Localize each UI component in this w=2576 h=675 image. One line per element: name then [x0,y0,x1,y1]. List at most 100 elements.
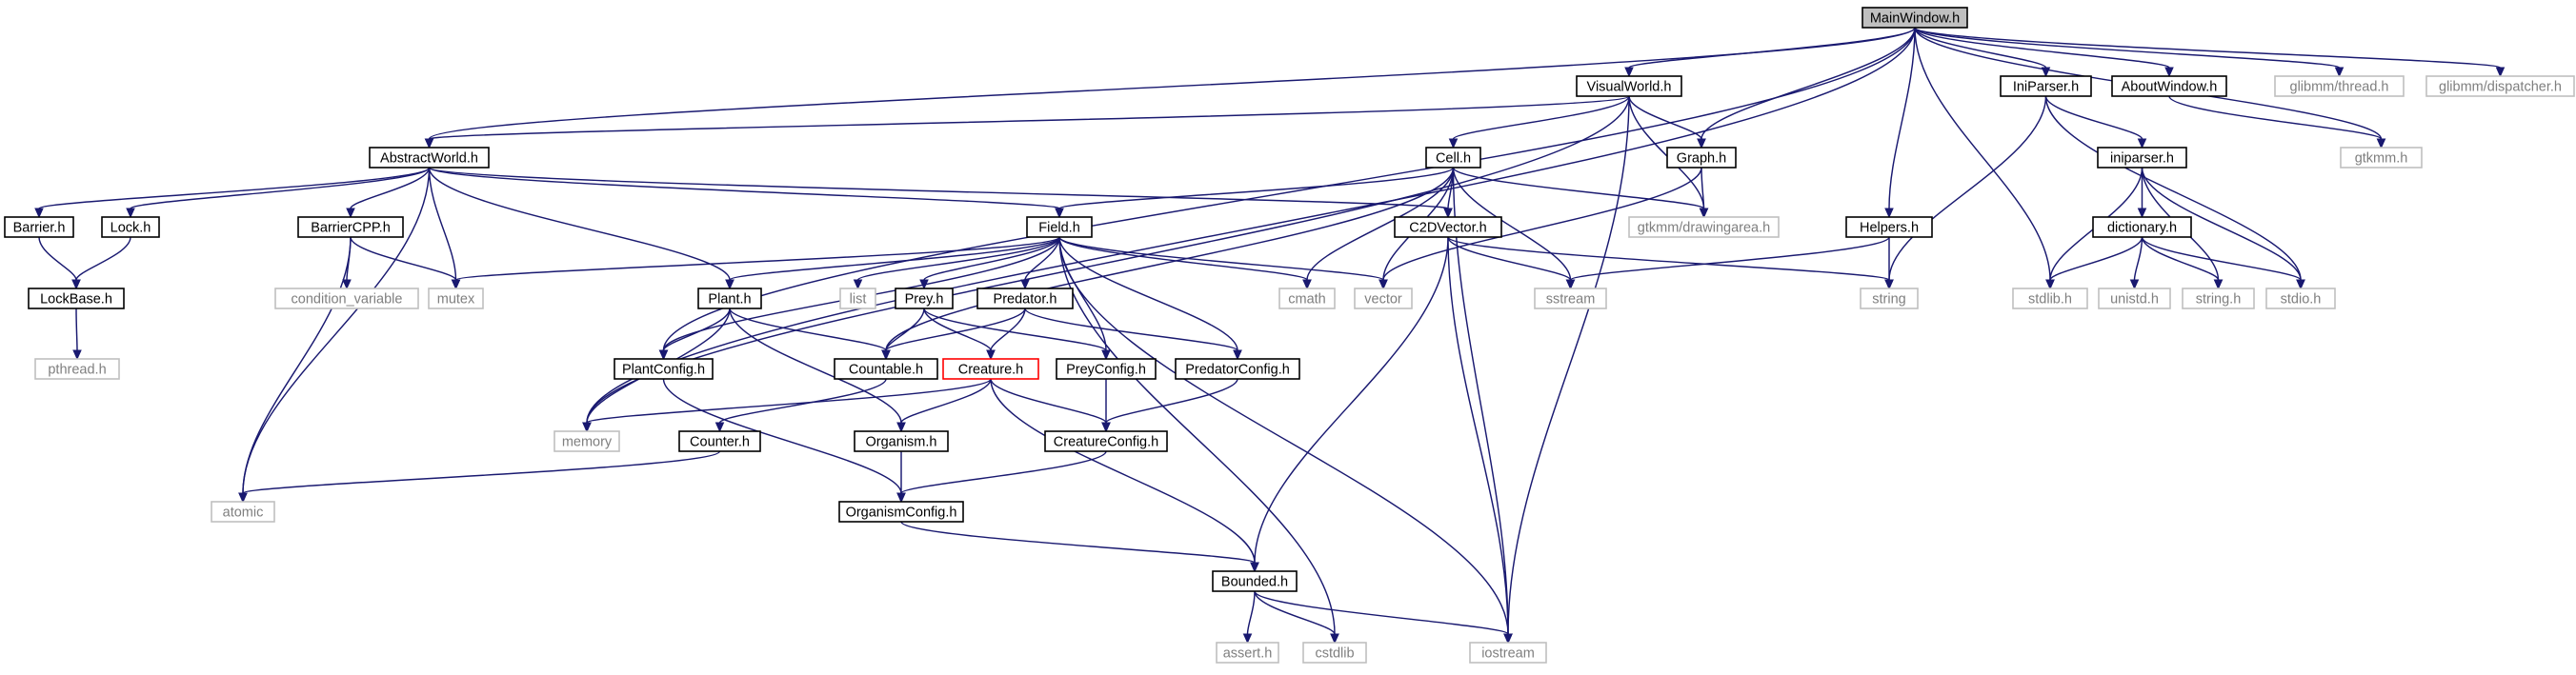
node-plantconfig[interactable]: PlantConfig.h [614,358,714,380]
node-cstdlib[interactable]: cstdlib [1302,642,1367,664]
node-box[interactable] [1628,216,1780,238]
node-box[interactable] [1302,642,1367,664]
node-box[interactable] [839,288,876,309]
node-predator[interactable]: Predator.h [976,288,1074,309]
node-box[interactable] [297,216,404,238]
node-box[interactable] [2274,75,2405,97]
node-box[interactable] [1860,288,1919,309]
node-box[interactable] [428,288,484,309]
node-box[interactable] [895,288,954,309]
node-box[interactable] [834,358,938,380]
node-barriercpp[interactable]: BarrierCPP.h [297,216,404,238]
node-box[interactable] [1469,642,1547,664]
node-abstractworld[interactable]: AbstractWorld.h [369,147,490,169]
node-bounded[interactable]: Bounded.h [1212,570,1298,592]
node-box[interactable] [2265,288,2336,309]
node-box[interactable] [838,501,964,523]
node-gtkmm_drawingarea[interactable]: gtkmm/drawingarea.h [1628,216,1780,238]
node-box[interactable] [1044,430,1168,452]
node-iniparser_lc[interactable]: iniparser.h [2097,147,2187,169]
node-box[interactable] [2012,288,2088,309]
node-cell[interactable]: Cell.h [1425,147,1481,169]
node-box[interactable] [1278,288,1336,309]
node-mainwindow[interactable]: MainWindow.h [1862,7,1968,29]
node-string_h[interactable]: string.h [2182,288,2255,309]
node-box[interactable] [1845,216,1933,238]
node-dictionary[interactable]: dictionary.h [2092,216,2192,238]
node-string[interactable]: string [1860,288,1919,309]
node-box[interactable] [553,430,620,452]
node-pthread[interactable]: pthread.h [34,358,120,380]
node-memory[interactable]: memory [553,430,620,452]
node-box[interactable] [1862,7,1968,29]
node-box[interactable] [101,216,160,238]
node-field[interactable]: Field.h [1026,216,1093,238]
node-glibmm_thread[interactable]: glibmm/thread.h [2274,75,2405,97]
node-predatorconfig[interactable]: PredatorConfig.h [1175,358,1300,380]
node-lock[interactable]: Lock.h [101,216,160,238]
node-box[interactable] [1666,147,1737,169]
node-prey[interactable]: Prey.h [895,288,954,309]
node-glibmm_dispatcher[interactable]: glibmm/dispatcher.h [2425,75,2575,97]
node-visualworld[interactable]: VisualWorld.h [1576,75,1682,97]
node-cmath[interactable]: cmath [1278,288,1336,309]
node-stdio[interactable]: stdio.h [2265,288,2336,309]
node-box[interactable] [697,288,762,309]
node-box[interactable] [1534,288,1607,309]
node-creature[interactable]: Creature.h [942,358,1039,380]
node-box[interactable] [369,147,490,169]
node-barrier[interactable]: Barrier.h [4,216,74,238]
node-box[interactable] [614,358,714,380]
node-unistd[interactable]: unistd.h [2098,288,2171,309]
node-box[interactable] [1056,358,1157,380]
node-box[interactable] [2182,288,2255,309]
node-stdlib[interactable]: stdlib.h [2012,288,2088,309]
node-box[interactable] [4,216,74,238]
node-list[interactable]: list [839,288,876,309]
node-iniparser_h[interactable]: IniParser.h [2000,75,2092,97]
node-box[interactable] [1354,288,1413,309]
node-lockbase[interactable]: LockBase.h [28,288,125,309]
node-creatureconfig[interactable]: CreatureConfig.h [1044,430,1168,452]
node-box[interactable] [34,358,120,380]
node-box[interactable] [2092,216,2192,238]
node-c2dvector[interactable]: C2DVector.h [1394,216,1502,238]
node-box[interactable] [2111,75,2227,97]
node-plant[interactable]: Plant.h [697,288,762,309]
node-organism[interactable]: Organism.h [854,430,949,452]
node-box[interactable] [1576,75,1682,97]
node-countable[interactable]: Countable.h [834,358,938,380]
node-sstream[interactable]: sstream [1534,288,1607,309]
node-box[interactable] [211,501,275,523]
node-aboutwindow[interactable]: AboutWindow.h [2111,75,2227,97]
node-box[interactable] [678,430,761,452]
node-preyconfig[interactable]: PreyConfig.h [1056,358,1157,380]
node-box[interactable] [1216,642,1279,664]
node-box[interactable] [2425,75,2575,97]
node-atomic[interactable]: atomic [211,501,275,523]
node-box[interactable] [854,430,949,452]
node-assert[interactable]: assert.h [1216,642,1279,664]
node-box[interactable] [274,288,419,309]
node-box[interactable] [1212,570,1298,592]
node-box[interactable] [942,358,1039,380]
node-box[interactable] [1175,358,1300,380]
node-box[interactable] [2340,147,2423,169]
node-box[interactable] [976,288,1074,309]
node-box[interactable] [2097,147,2187,169]
node-box[interactable] [1026,216,1093,238]
node-box[interactable] [2000,75,2092,97]
node-iostream[interactable]: iostream [1469,642,1547,664]
node-mutex[interactable]: mutex [428,288,484,309]
node-box[interactable] [1425,147,1481,169]
node-box[interactable] [2098,288,2171,309]
node-graph[interactable]: Graph.h [1666,147,1737,169]
node-vector[interactable]: vector [1354,288,1413,309]
node-counter[interactable]: Counter.h [678,430,761,452]
node-condition_variable[interactable]: condition_variable [274,288,419,309]
node-gtkmm[interactable]: gtkmm.h [2340,147,2423,169]
node-box[interactable] [28,288,125,309]
node-helpers[interactable]: Helpers.h [1845,216,1933,238]
node-box[interactable] [1394,216,1502,238]
node-organismconfig[interactable]: OrganismConfig.h [838,501,964,523]
